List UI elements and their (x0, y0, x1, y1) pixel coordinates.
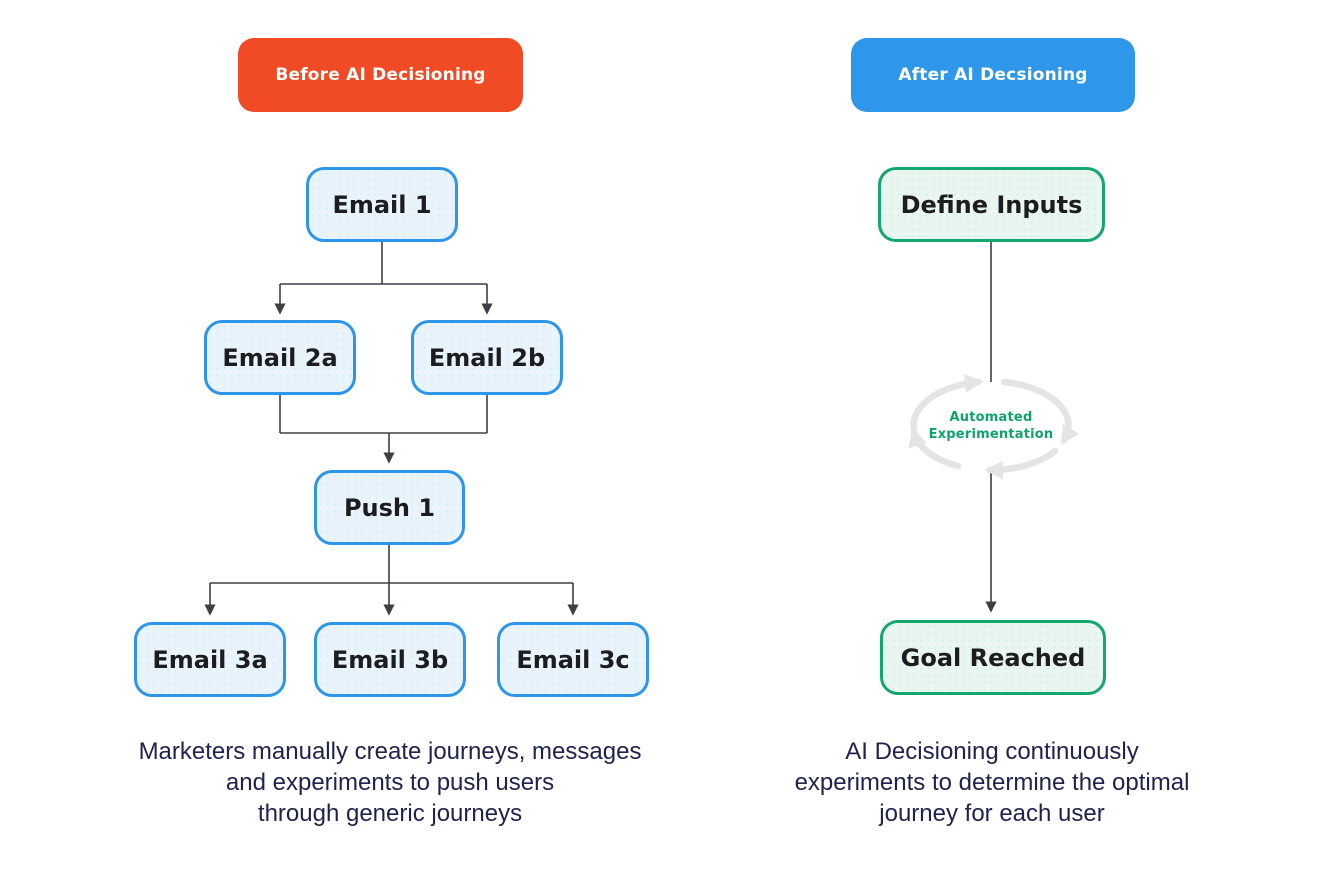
node-label: Push 1 (343, 493, 436, 522)
node-label: Email 2b (428, 343, 546, 372)
node-email-3b: Email 3b (314, 622, 466, 697)
caption-line: journey for each user (879, 800, 1105, 827)
caption-line: Marketers manually create journeys, mess… (138, 738, 642, 765)
caption-line: and experiments to push users (225, 769, 555, 796)
node-label: Email 3b (331, 645, 449, 674)
before-badge: Before AI Decisioning (238, 38, 523, 112)
node-label: Email 1 (332, 190, 432, 219)
node-email-3a: Email 3a (134, 622, 286, 697)
node-label: Goal Reached (900, 643, 1086, 672)
node-label: Define Inputs (900, 190, 1083, 219)
before-caption: Marketers manually create journeys, mess… (90, 736, 690, 829)
node-label: Email 2a (222, 343, 338, 372)
after-badge: After AI Decsioning (851, 38, 1135, 112)
node-define-inputs: Define Inputs (878, 167, 1105, 242)
node-label: Email 3a (152, 645, 268, 674)
loop-arc-bottom (984, 447, 1059, 480)
loop-label-line: Experimentation (928, 427, 1054, 442)
node-email-3c: Email 3c (497, 622, 649, 697)
automation-loop-label: Automated Experimentation (901, 409, 1081, 443)
after-badge-label: After AI Decsioning (898, 65, 1088, 85)
before-flow-connectors (204, 242, 579, 616)
loop-label-line: Automated (949, 410, 1033, 425)
node-email-1: Email 1 (306, 167, 458, 242)
node-email-2b: Email 2b (411, 320, 563, 395)
before-badge-label: Before AI Decisioning (275, 65, 486, 85)
after-caption: AI Decisioning continuously experiments … (760, 736, 1224, 829)
node-goal-reached: Goal Reached (880, 620, 1106, 695)
node-push-1: Push 1 (314, 470, 465, 545)
node-email-2a: Email 2a (204, 320, 356, 395)
node-label: Email 3c (516, 645, 630, 674)
caption-line: AI Decisioning continuously (845, 738, 1139, 765)
caption-line: through generic journeys (257, 800, 523, 827)
caption-line: experiments to determine the optimal (794, 769, 1190, 796)
